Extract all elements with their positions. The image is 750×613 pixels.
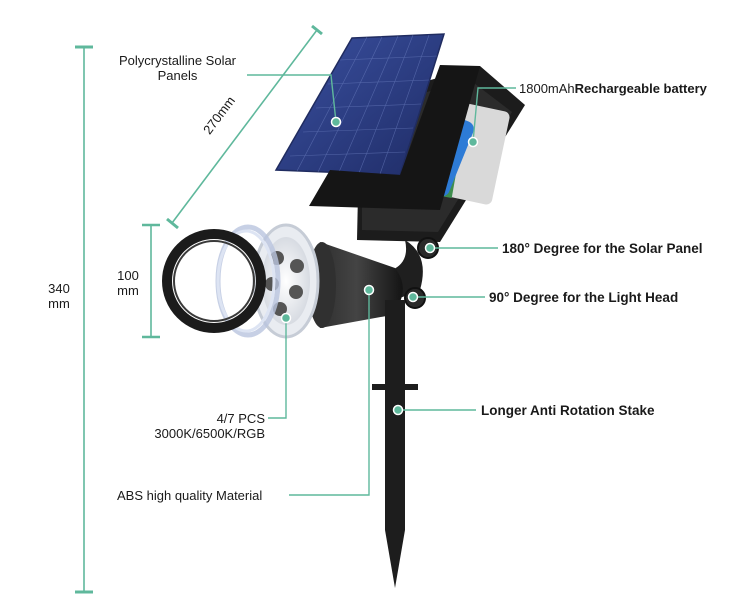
solar-panel-label-line2: Panels [157,68,198,83]
panel-width-dimension [166,24,323,230]
head-diameter-dimension [142,223,160,339]
leds-color-temp: 3000K/6500K/RGB [154,426,265,441]
total-height-value: 340 [48,281,70,296]
total-height-unit: mm [48,296,70,311]
bezel-ring [162,229,266,333]
stake-label: Longer Anti Rotation Stake [481,403,655,418]
leds-label: 4/7 PCS 3000K/6500K/RGB [130,411,265,441]
head-diameter-value: 100 [117,268,139,283]
head-rotation-label: 90° Degree for the Light Head [489,290,679,305]
solar-panel-label-line1: Polycrystalline Solar [118,53,237,68]
led-assembly [215,223,320,339]
panel-rotation-label: 180° Degree for the Solar Panel [502,241,703,256]
total-height-label: 340 mm [42,281,76,311]
solar-panel [274,33,480,210]
battery-type: Rechargeable battery [574,81,707,96]
battery-capacity: 1800mAh [519,81,575,96]
battery-label: 1800mAhRechargeable battery [519,81,707,96]
stake [372,300,418,588]
head-diameter-unit: mm [117,283,139,298]
leader-dots [280,116,479,416]
material-label: ABS high quality Material [117,488,263,503]
leds-count: 4/7 PCS [216,411,265,426]
height-dimension [75,45,93,594]
solar-panel-label: Polycrystalline Solar Panels [100,53,255,83]
leader-lines [247,74,516,496]
head-diameter-label: 100 mm [108,268,148,298]
